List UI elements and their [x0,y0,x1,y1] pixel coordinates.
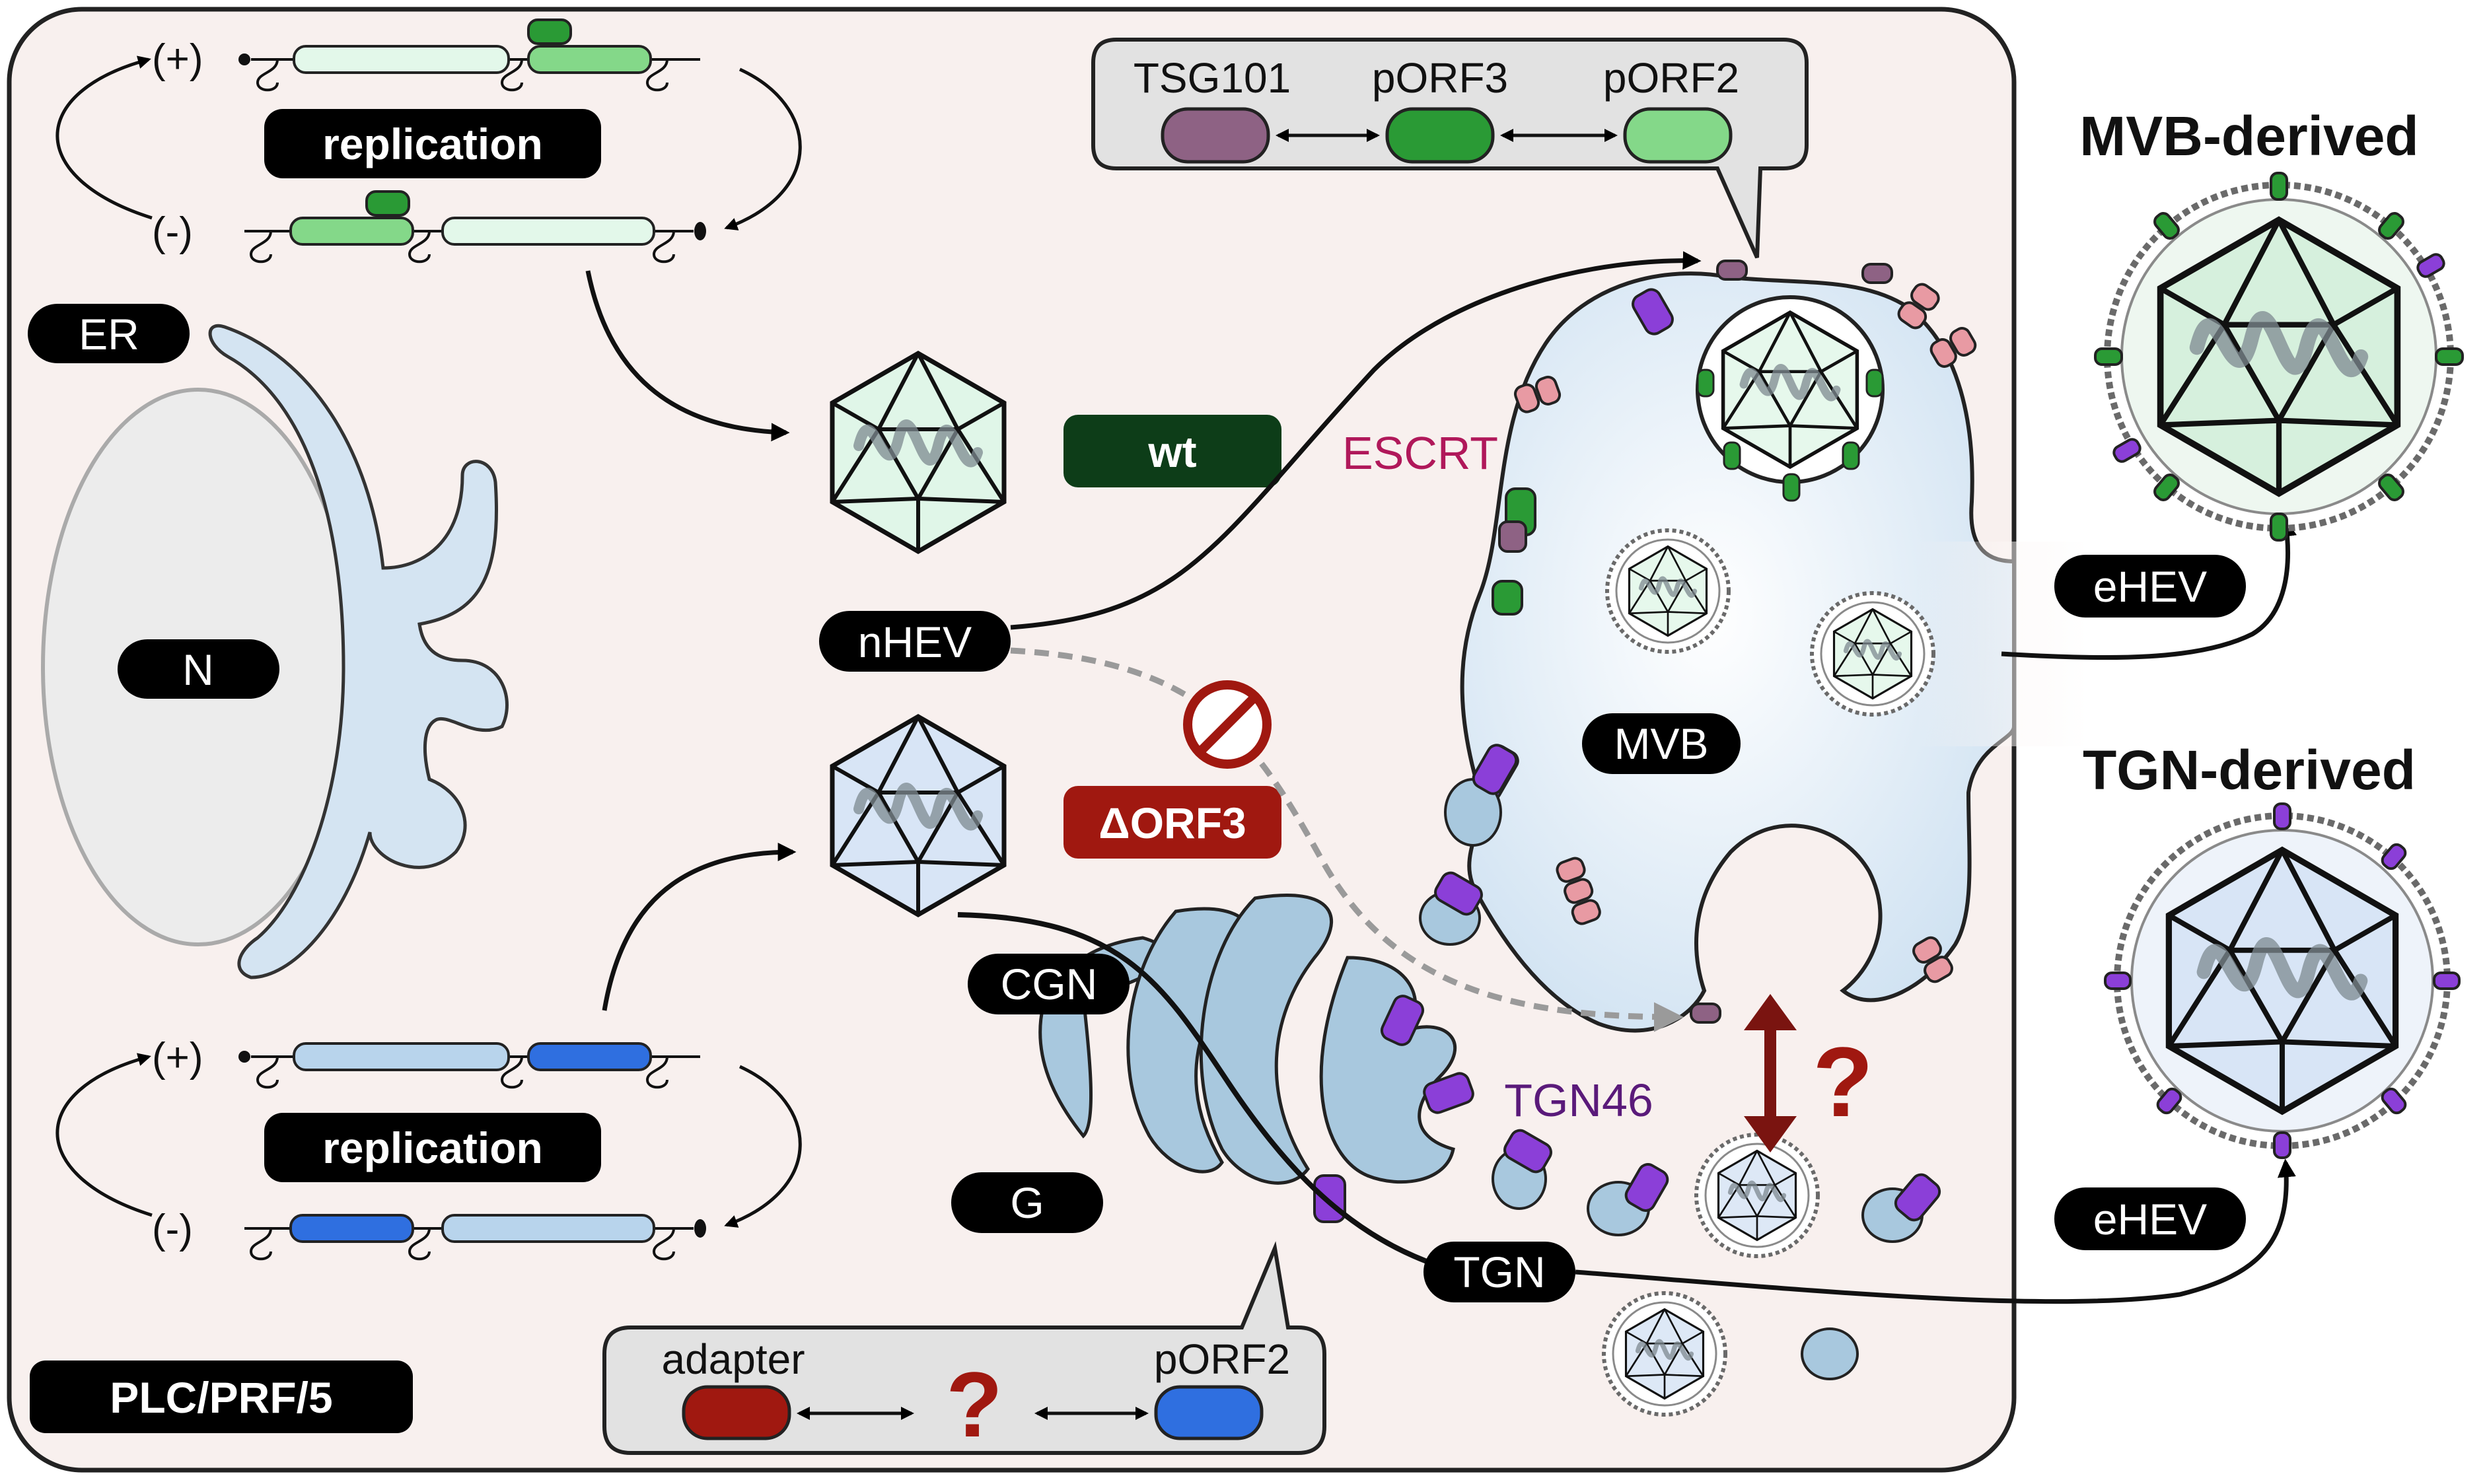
replication-cycle-top: (+) (-) replication [55,18,802,264]
endoplasmic-reticulum [208,324,509,979]
replication-badge-bottom [264,1113,601,1182]
vesicle-tgn46 [1434,744,1941,1222]
arrow-to-wt [585,270,790,442]
wt-badge [1063,415,1281,487]
plus-label-bottom: (+) [152,1035,203,1080]
callout-top: TSG101 pORF3 pORF2 [1091,38,1809,259]
mvb-derived-virion [2094,172,2464,542]
porf2-protein-icon-top [1623,107,1733,164]
capsid-to-golgi-line [957,912,1428,1264]
arrow-mvb-to-ehev [2001,518,2297,660]
tsg101-protein-icon [1161,107,1270,164]
nucleus-badge [118,639,279,699]
delta-orf3-label: ΔORF3 [1098,798,1246,847]
minus-label-bottom: (-) [152,1207,193,1252]
mvb-intraluminal-virion-2 [1812,593,1933,715]
nhev-label: nHEV [858,618,972,666]
golgi-badge [951,1172,1103,1233]
ehev-badge-top [2054,555,2246,618]
mvb-badge [1582,713,1741,774]
ehev-badge-bottom [2054,1187,2246,1250]
callout-tsg101-label: TSG101 [1134,54,1291,102]
budding-virion [1696,295,1885,502]
mvb-intraluminal-virion-1 [1607,530,1729,652]
tgn-badge [1423,1242,1575,1302]
nucleus-label: N [182,645,214,694]
cycle-arrow-left-bottom [55,1053,153,1217]
uncertain-fusion-arrow [1744,994,1797,1152]
replication-badge-top [264,109,601,178]
tgn-virion-1 [1696,1135,1818,1256]
arrow-tgn-to-ehev [1575,1158,2296,1304]
golgi-label: G [1010,1178,1044,1227]
blocked-pathway-dashed [1010,647,1684,1032]
mvb-membrane-proteins [1470,260,1977,1024]
callout-adapter-label: adapter [661,1335,805,1383]
nhev-badge [819,611,1011,672]
tgn46-proteins [1313,995,1474,1223]
arrow-nhev-to-mvb [1010,251,1702,630]
wt-label: wt [1147,427,1196,476]
replication-label-bottom: replication [322,1123,543,1172]
mvb-compartment [1460,271,2016,1033]
porf3-protein-icon [1385,107,1495,164]
cell-line-badge [30,1360,413,1433]
er-label: ER [79,310,139,359]
minus-label-top: (-) [152,209,193,255]
rna-plus-strand-bottom [238,1042,700,1089]
tgn-label: TGN [1453,1248,1545,1296]
replication-cycle-bottom: (+) (-) replication [55,1035,802,1261]
callout-porf2-label-bottom: pORF2 [1154,1335,1290,1383]
adapter-protein-icon [682,1385,791,1440]
callout-bottom: adapter pORF2 ? [602,1241,1326,1456]
tgn46-label: TGN46 [1504,1075,1653,1126]
replication-label-top: replication [322,120,543,168]
tgn-derived-virion [2104,802,2461,1159]
escrt-label: ESCRT [1342,427,1498,479]
mvb-label: MVB [1614,719,1708,768]
ehev-label-bottom: eHEV [2093,1195,2207,1244]
tgn-virion-2 [1604,1293,1725,1415]
uncertain-question-mark: ? [1813,1026,1873,1137]
er-badge [28,304,190,363]
mvb-derived-title: MVB-derived [2079,105,2418,167]
arrow-to-delta-orf3 [602,843,797,1011]
rna-minus-strand-bottom [244,1214,706,1261]
porf2-protein-icon-bottom [1154,1385,1264,1440]
rna-plus-strand-top [238,18,700,92]
callout-porf3-label: pORF3 [1372,54,1508,102]
rna-minus-strand-top [244,190,706,264]
plus-label-top: (+) [152,36,203,82]
cgn-badge [968,954,1130,1014]
prohibited-icon [1183,680,1272,769]
cycle-arrow-left-top [55,55,153,220]
cycle-arrow-right-bottom [724,1065,802,1228]
cycle-arrow-right-top [724,67,802,230]
delta-orf3-badge [1063,786,1281,859]
cell-line-label: PLC/PRF/5 [110,1373,332,1422]
callout-porf2-label: pORF2 [1603,54,1739,102]
cgn-label: CGN [1001,960,1098,1008]
callout-question-mark: ? [946,1353,1003,1456]
ehev-label-top: eHEV [2093,562,2207,611]
tgn-derived-title: TGN-derived [2083,739,2416,801]
